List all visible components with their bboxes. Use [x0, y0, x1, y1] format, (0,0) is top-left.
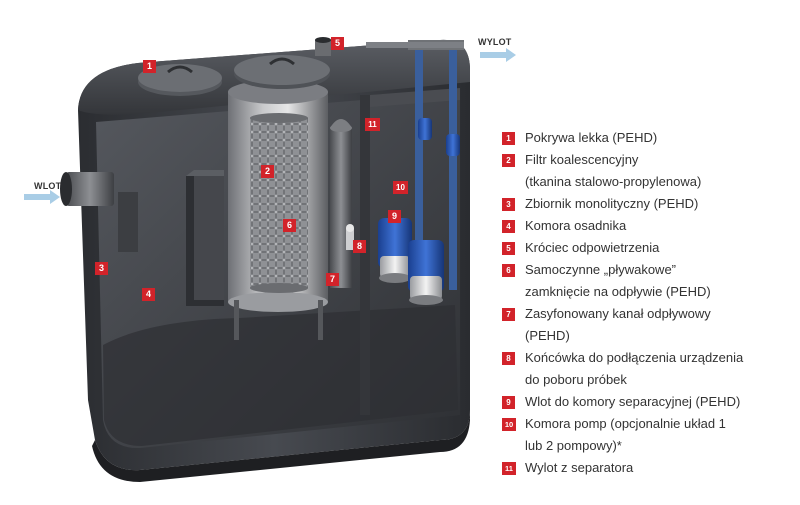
- legend-text: Króciec odpowietrzenia: [525, 240, 660, 255]
- legend-number: 3: [502, 198, 515, 211]
- outlet-label: WYLOT: [478, 37, 512, 47]
- legend-item: 1 Pokrywa lekka (PEHD): [502, 127, 792, 149]
- callout-8: 8: [353, 240, 366, 253]
- legend-number: 1: [502, 132, 515, 145]
- callout-9: 9: [388, 210, 401, 223]
- legend-text: Zasyfonowany kanał odpływowy: [525, 306, 711, 321]
- callout-6: 6: [283, 219, 296, 232]
- legend-number: 11: [502, 462, 516, 475]
- legend-number: 4: [502, 220, 515, 233]
- outlet-arrow: [480, 48, 516, 62]
- callout-5: 5: [331, 37, 344, 50]
- legend-text: do poboru próbek: [525, 372, 627, 387]
- callout-7: 7: [326, 273, 339, 286]
- legend-text: (tkanina stalowo-propylenowa): [525, 174, 702, 189]
- legend-text: Pokrywa lekka (PEHD): [525, 130, 658, 145]
- legend-text: Zbiornik monolityczny (PEHD): [525, 196, 699, 211]
- callout-2: 2: [261, 165, 274, 178]
- pump-2: [408, 240, 444, 305]
- baffle-box: [186, 170, 224, 306]
- lid-right: [234, 55, 330, 89]
- legend-number: 10: [502, 418, 516, 431]
- legend-text: Komora osadnika: [525, 218, 627, 233]
- legend-number: 5: [502, 242, 515, 255]
- inlet-arrow: [24, 190, 60, 204]
- legend-text: Wylot z separatora: [525, 460, 634, 475]
- filter-chamber: [228, 80, 328, 340]
- legend-text: Wlot do komory separacyjnej (PEHD): [525, 394, 741, 409]
- legend-text: Filtr koalescencyjny: [525, 152, 639, 167]
- callout-11: 11: [365, 118, 380, 131]
- legend-item: 8 Końcówka do podłączenia urządzenia do po…: [502, 347, 792, 391]
- legend-number: 7: [502, 308, 515, 321]
- pump-risers: [366, 40, 464, 290]
- vent-stub: [315, 37, 331, 56]
- legend-number: 6: [502, 264, 515, 277]
- callout-3: 3: [95, 262, 108, 275]
- inlet-label: WLOT: [34, 181, 62, 191]
- legend-item: 2 Filtr koalescencyjny (tkanina stalowo-pr…: [502, 149, 792, 193]
- legend: 1 Pokrywa lekka (PEHD) 2 Filtr koalescency…: [502, 127, 792, 479]
- legend-item: 6 Samoczynne „pływakowe” zamknięcie na odp…: [502, 259, 792, 303]
- legend-text: Komora pomp (opcjonalnie układ 1: [525, 416, 726, 431]
- sampling-fitting: [346, 224, 354, 250]
- legend-text: Końcówka do podłączenia urządzenia: [525, 350, 744, 365]
- inlet-pipe: [60, 172, 138, 252]
- lid-left: [138, 64, 222, 96]
- legend-text: lub 2 pompowy)*: [525, 438, 622, 453]
- legend-item: 9 Wlot do komory separacyjnej (PEHD): [502, 391, 792, 413]
- legend-item: 4 Komora osadnika: [502, 215, 792, 237]
- legend-number: 8: [502, 352, 515, 365]
- callout-1: 1: [143, 60, 156, 73]
- legend-text: (PEHD): [525, 328, 570, 343]
- legend-item: 10 Komora pomp (opcjonalnie układ 1 lub 2 …: [502, 413, 792, 457]
- callout-4: 4: [142, 288, 155, 301]
- legend-number: 9: [502, 396, 515, 409]
- legend-number: 2: [502, 154, 515, 167]
- callout-10: 10: [393, 181, 408, 194]
- siphon-pipe: [330, 119, 352, 288]
- legend-text: zamknięcie na odpływie (PEHD): [525, 284, 711, 299]
- legend-item: 5 Króciec odpowietrzenia: [502, 237, 792, 259]
- legend-item: 3 Zbiornik monolityczny (PEHD): [502, 193, 792, 215]
- legend-text: Samoczynne „pływakowe”: [525, 262, 677, 277]
- pump-1: [378, 218, 412, 283]
- legend-item: 7 Zasyfonowany kanał odpływowy (PEHD): [502, 303, 792, 347]
- legend-item: 11 Wylot z separatora: [502, 457, 792, 479]
